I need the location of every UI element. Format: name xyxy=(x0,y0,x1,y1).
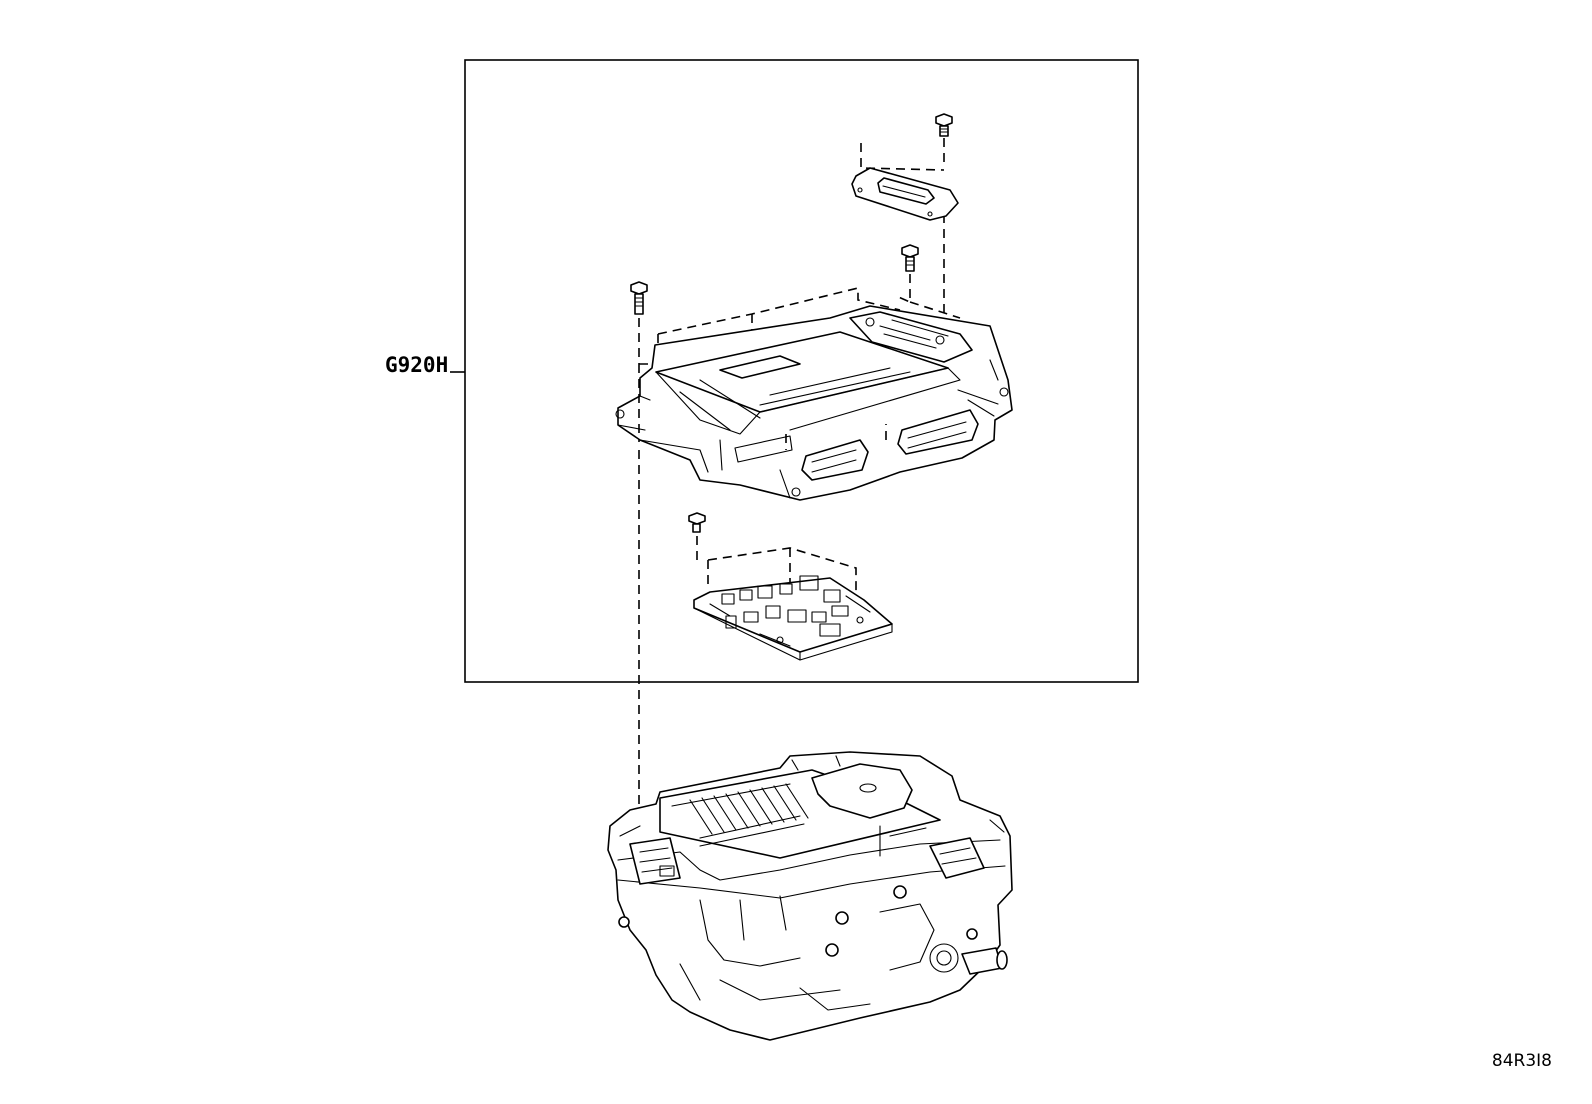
gasket-plate xyxy=(851,167,959,221)
bolt-mid-right xyxy=(901,244,919,272)
heatsink-fins xyxy=(689,783,809,847)
control-unit-leader xyxy=(785,424,887,450)
bolt-board xyxy=(688,512,706,533)
circuit-board xyxy=(693,575,893,661)
board-outline xyxy=(696,536,857,596)
cover-outline xyxy=(638,286,901,365)
callout-label: G920H xyxy=(385,353,449,377)
illustration-code: 84R3I8 xyxy=(1491,1051,1552,1071)
bolt-top-right xyxy=(935,113,953,137)
assembly-group-frame xyxy=(464,59,1139,683)
control-unit xyxy=(615,305,1013,501)
inverter-assembly xyxy=(607,751,1013,1041)
bolt-mid-right-leader xyxy=(895,274,961,319)
bolt-left xyxy=(630,281,648,315)
gasket-leader xyxy=(860,138,945,315)
